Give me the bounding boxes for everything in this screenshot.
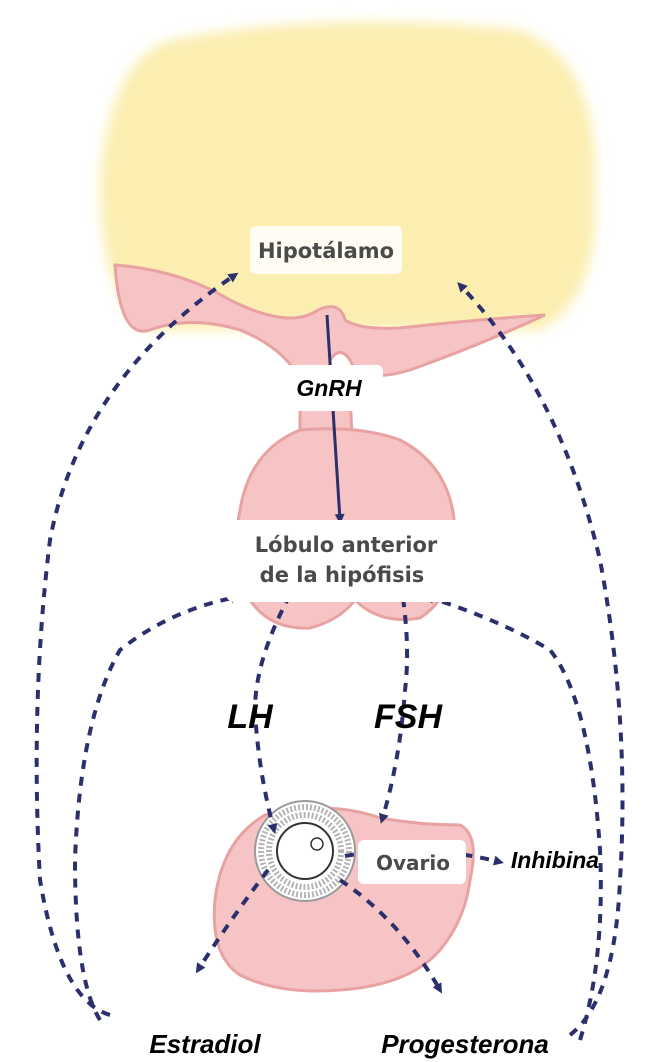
pituitary-label-line2: de la hipófisis: [260, 563, 425, 587]
progesterone-label: Progesterona: [381, 1029, 549, 1059]
hypothalamus-label: Hipotálamo: [258, 239, 394, 263]
ovary-label: Ovario: [376, 851, 450, 875]
lh-label: LH: [227, 698, 274, 736]
fsh-label: FSH: [374, 698, 443, 736]
estradiol-to-hypothalamus-arrow: [37, 275, 235, 1015]
estradiol-label: Estradiol: [149, 1029, 261, 1059]
estradiol-to-pituitary-arrow: [75, 597, 237, 1020]
inhibin-label: Inhibina: [511, 847, 599, 873]
progesterone-to-pituitary-arrow: [428, 597, 601, 1040]
gnrh-label: GnRH: [296, 375, 362, 401]
pituitary-label-line1: Lóbulo anterior: [255, 533, 438, 557]
